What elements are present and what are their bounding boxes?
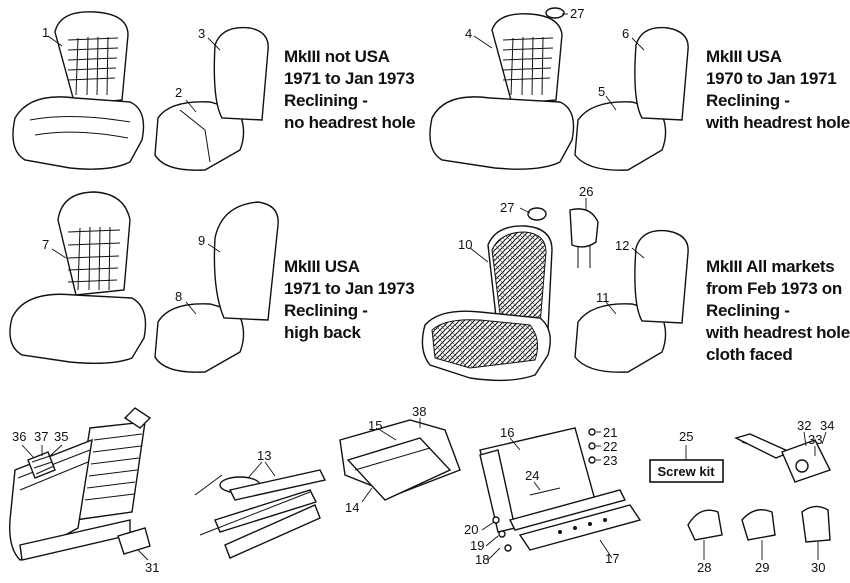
callout-10: 10 — [458, 237, 472, 252]
headrest-27-top — [545, 7, 565, 19]
caption-line: MkIII not USA — [284, 47, 390, 66]
callout-12: 12 — [615, 238, 629, 253]
callout-29: 29 — [755, 560, 769, 575]
callout-1: 1 — [42, 25, 49, 40]
cover-29 — [741, 509, 776, 541]
callout-32: 32 — [797, 418, 811, 433]
seat-10-cloth — [421, 225, 553, 382]
callout-27-top: 27 — [570, 6, 584, 21]
bracket-31 — [117, 527, 151, 555]
caption-line: 1971 to Jan 1973 — [284, 69, 415, 88]
seat-12-back — [634, 229, 689, 324]
seat-8-cushion — [154, 303, 245, 373]
callout-22: 22 — [603, 439, 617, 454]
screw-kit-box: Screw kit — [649, 445, 724, 483]
callout-26: 26 — [579, 184, 593, 199]
callout-31: 31 — [145, 560, 159, 575]
callout-9: 9 — [198, 233, 205, 248]
caption-line: MkIII All markets — [706, 257, 835, 276]
seat-2-cushion — [154, 101, 245, 171]
spring-straps-13 — [194, 469, 327, 559]
caption-line: Reclining - — [706, 301, 790, 320]
lever-36-37-35 — [27, 451, 56, 479]
leader-lines — [21, 13, 827, 561]
caption-line: from Feb 1973 on — [706, 279, 842, 298]
callout-8: 8 — [175, 289, 182, 304]
callout-28: 28 — [697, 560, 711, 575]
caption-top-left: MkIII not USA 1971 to Jan 1973 Reclining… — [284, 46, 416, 134]
screw-kit-label: Screw kit — [657, 464, 715, 479]
callout-6: 6 — [622, 26, 629, 41]
seat-9-back — [213, 201, 279, 321]
callout-24: 24 — [525, 468, 539, 483]
callout-36: 36 — [12, 429, 26, 444]
callout-19: 19 — [470, 538, 484, 553]
caption-mid-right: MkIII All markets from Feb 1973 on Recli… — [706, 256, 850, 366]
callout-25: 25 — [679, 429, 693, 444]
caption-line: MkIII USA — [706, 47, 782, 66]
caption-line: 1971 to Jan 1973 — [284, 279, 415, 298]
callout-30: 30 — [811, 560, 825, 575]
caption-line: 1970 to Jan 1971 — [706, 69, 837, 88]
caption-line: Reclining - — [284, 91, 368, 110]
seat-frame — [9, 407, 152, 561]
caption-line: with headrest hole — [706, 113, 850, 132]
caption-top-right: MkIII USA 1970 to Jan 1971 Reclining - w… — [706, 46, 850, 134]
callout-18: 18 — [475, 552, 489, 567]
callout-5: 5 — [598, 84, 605, 99]
fasteners-18-23 — [492, 428, 596, 552]
caption-line: Reclining - — [706, 91, 790, 110]
seat-runners-16-17-24 — [479, 427, 642, 551]
headrest-27-mid — [527, 207, 547, 221]
callout-21: 21 — [603, 425, 617, 440]
caption-line: no headrest hole — [284, 113, 416, 132]
callout-35: 35 — [54, 429, 68, 444]
callout-2: 2 — [175, 85, 182, 100]
callout-16: 16 — [500, 425, 514, 440]
headrest-26 — [569, 208, 599, 268]
caption-line: with headrest hole, — [706, 323, 850, 342]
callout-27-mid: 27 — [500, 200, 514, 215]
callout-3: 3 — [198, 26, 205, 41]
callout-23: 23 — [603, 453, 617, 468]
callout-15: 15 — [368, 418, 382, 433]
callout-20: 20 — [464, 522, 478, 537]
callout-14: 14 — [345, 500, 359, 515]
callout-37: 37 — [34, 429, 48, 444]
caption-line: Reclining - — [284, 301, 368, 320]
callout-38: 38 — [412, 404, 426, 419]
callout-34: 34 — [820, 418, 834, 433]
cover-28 — [687, 509, 723, 541]
caption-line: high back — [284, 323, 361, 342]
caption-mid-left: MkIII USA 1971 to Jan 1973 Reclining - h… — [284, 256, 415, 344]
seat-5-cushion — [574, 101, 667, 171]
seat-6-back — [634, 26, 689, 121]
cover-30 — [801, 505, 831, 543]
seat-1 — [12, 11, 145, 170]
seat-4 — [429, 13, 575, 170]
caption-line: MkIII USA — [284, 257, 360, 276]
callout-7: 7 — [42, 237, 49, 252]
seat-3-back — [213, 26, 269, 121]
callout-13: 13 — [257, 448, 271, 463]
callout-numbers: 1 2 3 4 5 6 7 8 9 10 11 12 13 14 15 16 1… — [12, 6, 834, 575]
callout-4: 4 — [465, 26, 472, 41]
callout-17: 17 — [605, 551, 619, 566]
caption-line: cloth faced — [706, 345, 793, 364]
callout-11: 11 — [596, 290, 610, 305]
seat-7 — [9, 191, 147, 365]
recline-mechanism-32 — [734, 433, 831, 483]
callout-33: 33 — [808, 432, 822, 447]
seat-pan-14-15-38 — [339, 419, 461, 501]
